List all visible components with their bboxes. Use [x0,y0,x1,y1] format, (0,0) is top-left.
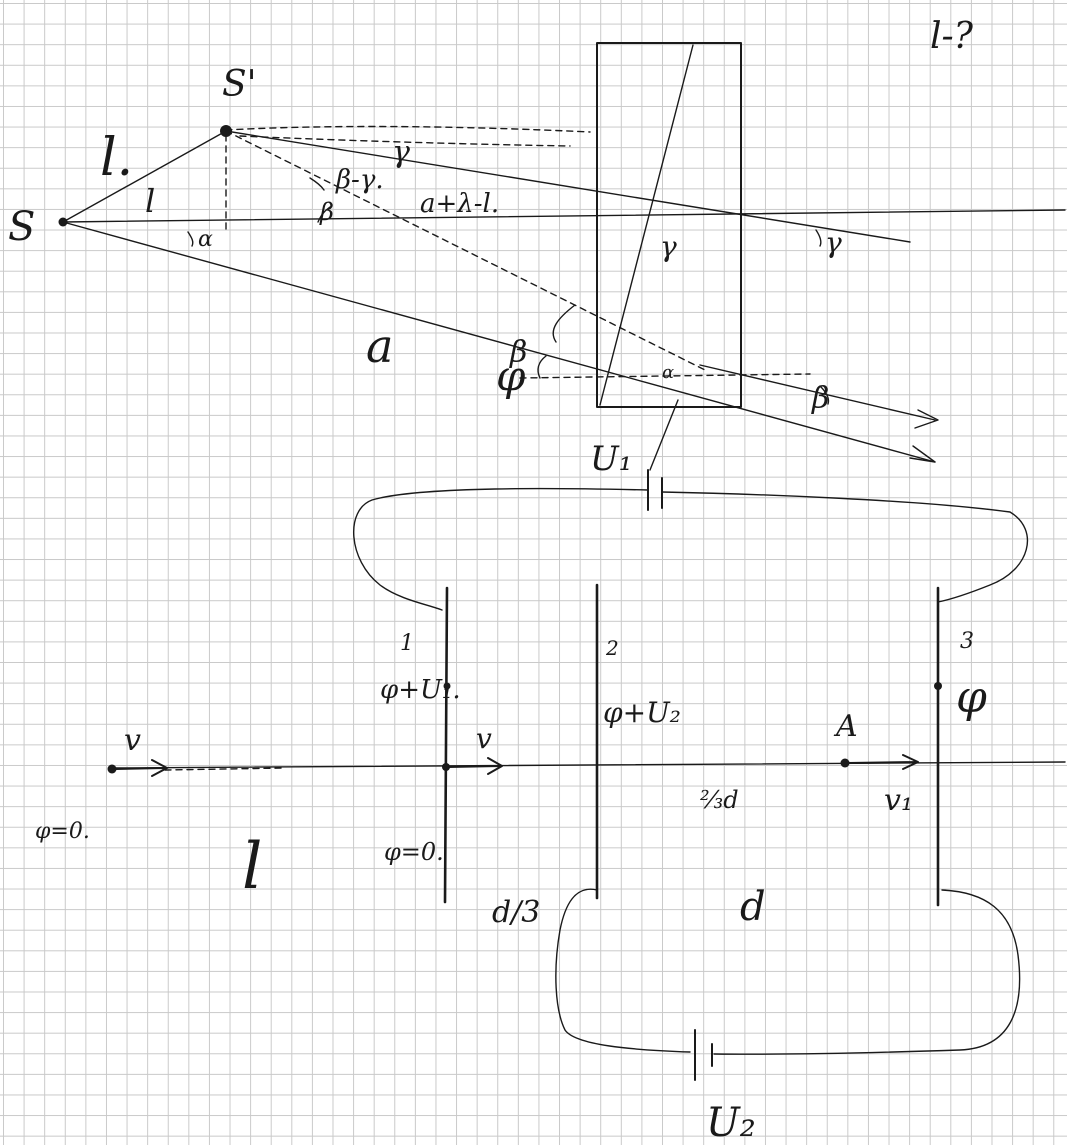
plate-1-potential: φ+U₁. [380,675,461,705]
ray-from-image-dashed [225,130,706,371]
gamma-right-label: γ [825,226,842,259]
exit-ray-lower-arrow [909,445,936,463]
gap-fraction-label: ⅔d [700,786,739,814]
u1-label: U₁ [590,439,632,479]
top-wire-right [661,491,1029,603]
distance-l-circuit-label: l [242,830,262,904]
beta-right-label: β [811,381,829,416]
exit-ray-upper-arrow [914,409,939,429]
velocity-label: v [124,723,141,758]
velocity-crossed-label: v [476,722,492,755]
gamma-mid-label: γ [660,230,677,263]
angle-arc-lower [537,355,547,379]
u2-label: U₂ [706,1100,756,1145]
velocity-arrow-a [847,754,919,770]
distance-l-big-label: l. [100,128,133,188]
image-label: S' [222,64,257,105]
distance-l-label: l [145,182,155,220]
point-a [840,758,850,768]
exit-ray-upper [699,364,936,421]
ray-lower [62,221,936,463]
optics-diagram: l-? S S' l. l α β-γ. β γ a+λ-l. γ γ a φ … [8,16,1066,479]
angle-arc-right [815,229,822,247]
velocity-v1-label: v₁ [884,783,913,818]
top-wire-left [352,487,649,611]
d-third-label: d/3 [492,895,540,930]
ray-from-image-upper [225,130,911,243]
prism-diagonal-edge [599,44,694,406]
alpha-label: α [198,227,213,252]
velocity-arrow-start [114,759,168,777]
angle-arc-prism [552,304,576,343]
particle-trail-dashes [164,767,286,771]
plate3-potential-dot [934,682,942,690]
plate-1-number: 1 [400,631,414,656]
circuit-diagram: 1 2 3 φ+U₁. φ+U₂ φ φ=0. φ=0. v v v₁ A ⅔d… [35,469,1066,1145]
normal-below-block [649,399,679,471]
alpha-small-label: α [662,362,674,383]
prism-beta-label: β [509,335,527,370]
bottom-wire-right [713,889,1021,1055]
bottom-wire-left [555,888,691,1053]
ray-s-to-image [62,130,227,223]
point-a-label: A [833,709,858,744]
plate-1 [443,586,449,904]
glass-block [596,42,742,408]
beta-gamma-label: β-γ. [335,165,384,195]
particle-start [107,764,117,774]
particle-axis [109,761,1066,769]
phi-left-label: φ [496,351,526,400]
plate-2-number: 2 [605,636,619,660]
image-horizontal-dashed [225,125,591,133]
zero-potential-plate: φ=0. [384,838,444,866]
image-horizontal-dashed-2 [239,135,571,147]
plate-2-potential: φ+U₂ [603,696,681,729]
question-label: l-? [930,16,974,57]
prism-normal-dashed [519,373,811,379]
sum-expression-label: a+λ-l. [420,189,499,219]
a-label: a [366,319,393,373]
optical-axis [62,209,1066,223]
source-label: S [8,204,35,250]
plate-3-potential: φ [956,672,987,723]
angle-arc-alpha [187,231,194,247]
plate1-potential-dot [443,682,451,690]
velocity-arrow-plate1 [447,757,503,775]
angle-arc-beta-gamma [309,177,325,191]
angle-arc-beta [317,206,331,223]
angle-arc-exit [819,385,830,405]
plate-3-number: 3 [960,629,974,654]
beta-label: β [319,198,334,226]
particle-at-plate1 [442,763,450,771]
d-label: d [740,884,766,930]
gamma-top-label: γ [392,135,410,170]
zero-potential-start: φ=0. [35,819,90,844]
